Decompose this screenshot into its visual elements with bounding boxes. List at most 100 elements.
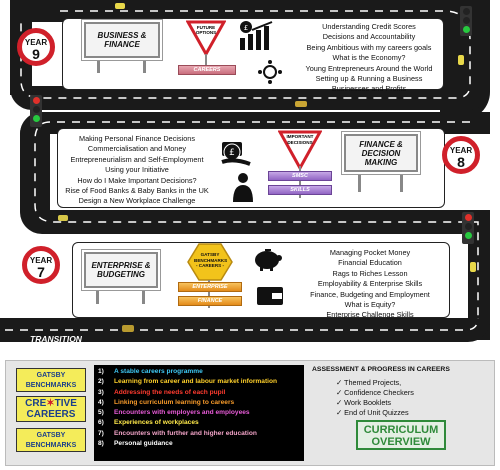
- traffic-light-icon: [30, 95, 42, 127]
- yield-sign-icon: [186, 20, 226, 56]
- svg-text:£: £: [229, 148, 235, 158]
- benchmark-text: Linking curriculum learning to careers: [114, 398, 235, 406]
- topic-item: What is the Economy?: [332, 53, 406, 63]
- benchmark-text: Addressing the needs of each pupil: [114, 388, 226, 396]
- benchmark-number: 7): [98, 429, 104, 437]
- topic-item: Using your Initiative: [105, 165, 169, 175]
- benchmark-text: Learning from career and labour market i…: [114, 378, 278, 386]
- year-number: 8: [457, 154, 465, 170]
- car-icon: [295, 101, 307, 107]
- topic-item: Rise of Food Banks & Baby Banks in the U…: [65, 186, 209, 196]
- sign-title: BUSINESS & FINANCE: [97, 31, 147, 49]
- road-markings: [5, 317, 479, 331]
- benchmark-number: 1): [98, 368, 104, 375]
- benchmark-text: A stable careers programme: [114, 368, 203, 375]
- assessment-title: ASSESSMENT & PROGRESS IN CAREERS: [312, 366, 450, 373]
- finance-banner: FINANCE: [178, 296, 242, 306]
- transition-label: TRANSITION: [30, 334, 82, 344]
- year-8-sign: FINANCE & DECISION MAKING: [344, 134, 418, 172]
- topic-item: Enterprise Challenge Skills: [326, 310, 414, 320]
- star-icon: ✶: [46, 398, 55, 409]
- gatsby-hex-label: GATSBY BENCHMARKS - CAREERS -: [194, 252, 228, 268]
- assessment-item: ✓ Work Booklets: [336, 398, 392, 407]
- yield-label: FUTURE OPTIONS: [195, 25, 217, 35]
- benchmark-item: 1) A stable careers programme: [98, 367, 300, 377]
- year-9-sign: BUSINESS & FINANCE: [84, 22, 160, 58]
- topic-item: Finance, Budgeting and Employment: [310, 289, 430, 299]
- topic-item: Managing Pocket Money: [329, 248, 411, 257]
- benchmark-item: 2) Learning from career and labour market…: [98, 377, 300, 387]
- car-icon: [458, 55, 464, 65]
- year-9-topics: Understanding Credit Scores Decisions an…: [296, 22, 442, 95]
- topic-item: Decisions and Accountability: [322, 32, 416, 42]
- topic-item: Setting up & Running a Business: [315, 74, 423, 84]
- piggy-bank-icon: [255, 249, 282, 271]
- topic-item: What is Equity?: [344, 300, 396, 310]
- curriculum-overview-badge: CURRICULUM OVERVIEW: [356, 420, 446, 450]
- year-7-topics: Managing Pocket Money Financial Educatio…: [300, 248, 440, 321]
- car-icon: [58, 215, 68, 221]
- careers-text: CAREERS: [26, 409, 76, 420]
- benchmark-number: 4): [98, 398, 104, 406]
- traffic-light-icon: [460, 6, 472, 36]
- year-7-sign: ENTERPRISE & BUDGETING: [84, 252, 158, 288]
- benchmark-text: Encounters with further and higher educa…: [114, 429, 257, 437]
- year-label: YEAR: [29, 256, 53, 265]
- gatsby-logo: GATSBY BENCHMARKS: [16, 368, 86, 392]
- gatsby-hexagon-icon: [187, 243, 233, 281]
- wallet-icon: [257, 287, 283, 305]
- year-7-badge: YEAR 7: [22, 246, 60, 284]
- topic-item: Financial Education: [338, 258, 402, 268]
- sign-title: FINANCE & DECISION MAKING: [359, 139, 403, 167]
- benchmark-item: 8) Personal guidance: [98, 439, 300, 449]
- assessment-list: ✓ Themed Projects, ✓ Confidence Checkers…: [336, 378, 414, 418]
- thinking-person-icon: [233, 173, 253, 202]
- assessment-item: ✓ Themed Projects,: [336, 378, 402, 387]
- car-icon: [115, 3, 125, 9]
- careers-banner: CAREERS: [178, 65, 236, 75]
- creative-text-2: TIVE: [54, 398, 77, 409]
- benchmark-number: 5): [98, 409, 104, 417]
- topic-item: Entrepreneurialism and Self-Employment: [70, 154, 204, 164]
- topic-item: Commercialisation and Money: [87, 144, 187, 154]
- year-label: YEAR: [449, 146, 473, 155]
- assessment-item: ✓ End of Unit Quizzes: [336, 408, 409, 417]
- benchmark-number: 6): [98, 419, 104, 427]
- check-icon: ✓: [336, 388, 345, 397]
- topic-item: Being Ambitious with my careers goals: [306, 42, 432, 52]
- benchmark-item: 5) Encounters with employers and employee…: [98, 408, 300, 418]
- benchmark-item: 7) Encounters with further and higher edu…: [98, 429, 300, 439]
- overview-line-1: CURRICULUM: [363, 424, 439, 436]
- skills-banner: SKILLS: [268, 185, 332, 195]
- check-icon: ✓: [336, 378, 345, 387]
- creative-careers-logo: CRE✶TIVE CAREERS: [16, 396, 86, 422]
- growth-chart-icon: £: [240, 21, 273, 50]
- year-9-badge: YEAR 9: [17, 28, 55, 66]
- yield-sign-icon: [278, 130, 322, 170]
- smsc-banner: SMSC: [268, 171, 332, 181]
- overview-line-2: OVERVIEW: [371, 436, 431, 448]
- yield-label: IMPORTANT DECISIONS: [286, 134, 314, 145]
- assessment-item: ✓ Confidence Checkers: [336, 388, 414, 397]
- car-icon: [470, 262, 476, 272]
- benchmark-number: 8): [98, 440, 104, 448]
- topic-item: Making Personal Finance Decisions: [79, 134, 195, 143]
- benchmark-text: Encounters with employers and employees: [114, 409, 250, 417]
- benchmarks-list: 1) A stable careers programme 2) Learning f…: [94, 365, 304, 461]
- benchmark-text: Personal guidance: [114, 440, 173, 448]
- sign-title: ENTERPRISE & BUDGETING: [91, 261, 151, 279]
- traffic-light-icon: [462, 212, 474, 244]
- year-number: 9: [32, 46, 40, 62]
- year-8-badge: YEAR 8: [442, 136, 480, 174]
- topic-item: Businesses and Profits: [331, 84, 407, 94]
- topic-item: How do I Make Important Decisions?: [77, 175, 197, 185]
- car-icon: [122, 325, 134, 332]
- benchmark-number: 2): [98, 378, 104, 386]
- money-hand-icon: £: [221, 142, 251, 166]
- benchmark-item: 4) Linking curriculum learning to careers: [98, 398, 300, 408]
- enterprise-banner: ENTERPRISE: [178, 282, 242, 292]
- year-number: 7: [37, 264, 45, 280]
- gatsby-logo-text: GATSBY BENCHMARKS: [25, 432, 77, 449]
- check-icon: ✓: [336, 408, 345, 417]
- benchmark-number: 3): [98, 388, 104, 396]
